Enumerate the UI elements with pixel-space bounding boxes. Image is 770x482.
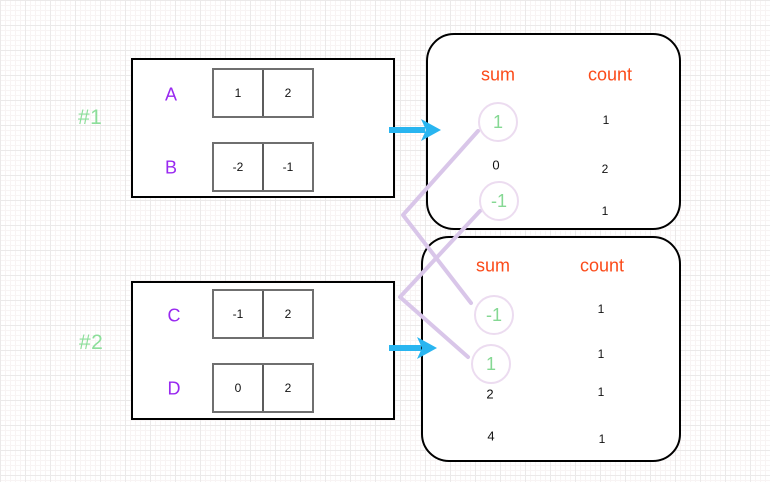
array-b-cells: -2 -1 [212,142,314,192]
array-c-cells: -1 2 [212,289,314,339]
count-value: 1 [597,385,605,399]
count-value: 1 [602,113,610,127]
count-value: 2 [601,162,609,176]
array-cell: 0 [234,381,242,395]
sum-value: 2 [486,386,494,402]
array-cell: -2 [232,160,244,174]
group2-label: #2 [79,331,104,354]
circled-sum-value: 1 [471,344,511,384]
count-value: 1 [597,347,605,361]
array-cell: 2 [262,70,312,116]
array-cell: -1 [262,144,312,190]
count-value: 1 [597,302,605,316]
array-d-label: D [167,378,181,399]
array-b-label: B [164,157,178,178]
circled-sum-value: 1 [478,102,518,142]
group1-box: A 1 2 B -2 -1 [131,58,395,198]
sum-count-table-1: sum count 1 1 0 2 -1 1 [426,33,681,230]
array-c-label: C [167,305,181,326]
sum-header: sum [480,64,516,85]
group1-label: #1 [78,106,103,129]
count-header: count [587,64,633,85]
array-cell: 1 [234,86,242,100]
circled-sum-value: -1 [474,295,514,335]
array-cell: 2 [262,365,312,411]
array-cell: -1 [232,307,244,321]
array-a-label: A [164,84,178,105]
group2-box: C -1 2 D 0 2 [131,281,395,420]
sum-count-table-2: sum count -1 1 1 1 2 1 4 1 [421,236,681,462]
array-cell: 2 [262,291,312,337]
count-header: count [579,255,625,276]
count-value: 1 [601,204,609,218]
count-value: 1 [598,432,606,446]
sum-value: 4 [487,428,495,444]
sum-value: 0 [492,157,500,173]
circled-sum-value: -1 [479,181,519,221]
sum-header: sum [475,255,511,276]
array-d-cells: 0 2 [212,363,314,413]
array-a-cells: 1 2 [212,68,314,118]
